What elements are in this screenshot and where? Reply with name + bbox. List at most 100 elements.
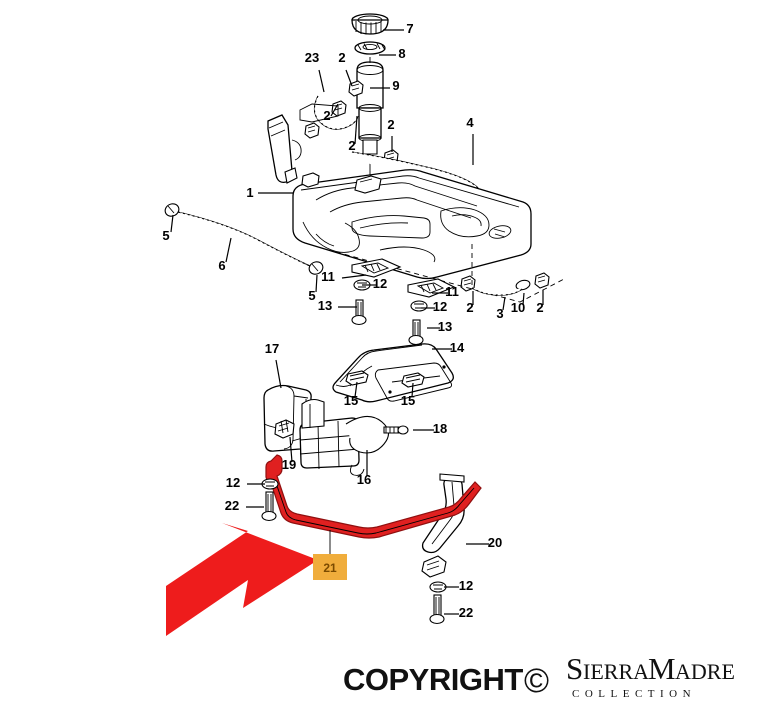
part-fuel-cap — [351, 13, 389, 35]
callout-16: 16 — [357, 450, 371, 487]
callout-number: 11 — [445, 284, 459, 299]
callout-number: 19 — [282, 457, 296, 472]
callout-12: 12 — [421, 299, 447, 314]
part-clip-15-left — [345, 370, 369, 386]
callout-number: 2 — [536, 300, 543, 315]
callout-number: 22 — [225, 498, 239, 513]
callout-12: 12 — [362, 276, 387, 291]
part-fuel-tank — [292, 169, 567, 303]
callout-number: 2 — [348, 138, 355, 153]
part-bolt-22-left — [261, 491, 277, 522]
callout-number: 1 — [246, 185, 253, 200]
callout-2: 2 — [466, 291, 474, 315]
watermark: COPYRIGHT © S IERRA M ADRE COLLECTION — [343, 651, 735, 700]
callout-3: 3 — [496, 296, 506, 321]
callout-leader-line — [275, 359, 282, 389]
callout-leader-line — [354, 381, 358, 398]
callout-number: 7 — [406, 21, 413, 36]
callout-18: 18 — [413, 421, 447, 436]
callout-22: 22 — [225, 498, 264, 513]
callout-leader-line — [522, 292, 525, 306]
part-hose-3 — [471, 287, 523, 296]
callout-15: 15 — [344, 381, 358, 408]
callout-number: 14 — [450, 340, 465, 355]
watermark-copyright-text: COPYRIGHT — [343, 662, 523, 697]
callout-number: 5 — [162, 228, 169, 243]
watermark-brand: S IERRA M ADRE COLLECTION — [566, 651, 735, 700]
callout-2: 2 — [323, 103, 339, 123]
callout-number: 13 — [438, 319, 452, 334]
watermark-brand-s: S — [566, 651, 583, 686]
callout-leader-line — [345, 69, 353, 87]
callout-leader-line — [315, 274, 318, 293]
callout-number: 2 — [323, 108, 330, 123]
callout-number: 2 — [466, 300, 473, 315]
callout-number: 2 — [387, 117, 394, 132]
callout-14: 14 — [432, 340, 465, 355]
callout-number: 16 — [357, 472, 371, 487]
watermark-collection: COLLECTION — [572, 688, 696, 700]
watermark-copyright-symbol: © — [524, 662, 549, 700]
callout-8: 8 — [379, 46, 406, 61]
callout-number: 18 — [433, 421, 447, 436]
callout-number: 12 — [433, 299, 447, 314]
callout-11: 11 — [432, 284, 459, 299]
callout-5: 5 — [162, 214, 174, 243]
part-cap-seal — [354, 41, 386, 55]
watermark-brand-m: M — [648, 651, 676, 686]
callout-number: 12 — [226, 475, 240, 490]
callout-leader-line — [330, 103, 339, 117]
highlight-part-number: 21 — [323, 561, 337, 575]
part-pump-bracket-16 — [299, 398, 409, 476]
part-filler-neck — [267, 114, 302, 184]
callout-leader-line — [502, 296, 506, 311]
callout-6: 6 — [218, 237, 232, 273]
part-heat-shield-14 — [332, 343, 454, 403]
red-annotation-arrow — [166, 523, 318, 636]
callout-23: 23 — [305, 50, 325, 93]
callout-2: 2 — [348, 115, 358, 153]
callout-number: 20 — [488, 535, 502, 550]
callout-12: 12 — [444, 578, 473, 593]
callout-leader-line — [225, 237, 232, 263]
callout-9: 9 — [370, 78, 400, 93]
callout-leader-line — [170, 214, 174, 233]
callout-7: 7 — [383, 21, 414, 36]
callout-leader-line — [289, 436, 293, 463]
callout-4: 4 — [466, 115, 474, 165]
callout-number: 12 — [373, 276, 387, 291]
callout-10: 10 — [511, 292, 525, 315]
callout-leader-line — [411, 382, 414, 398]
callout-number: 22 — [459, 605, 473, 620]
part-bolt-18 — [383, 425, 409, 435]
callout-13: 13 — [427, 319, 452, 334]
callout-number: 11 — [321, 269, 335, 284]
callout-number: 6 — [218, 258, 225, 273]
part-bolt-22-right — [429, 594, 445, 625]
part-hose-6 — [164, 203, 324, 275]
callout-number: 9 — [392, 78, 399, 93]
callout-22: 22 — [444, 605, 473, 620]
callout-number: 23 — [305, 50, 319, 65]
callout-leader-line — [354, 115, 358, 145]
callout-1: 1 — [246, 185, 293, 200]
part-nut-12-right — [429, 581, 447, 593]
callout-number: 15 — [344, 393, 358, 408]
part-hose-clamps — [304, 80, 550, 292]
part-grommet-19 — [274, 419, 295, 439]
callout-number: 12 — [459, 578, 473, 593]
part-filler-bracket — [299, 103, 339, 123]
callout-20: 20 — [466, 535, 502, 550]
watermark-brand-ierra: IERRA — [583, 659, 649, 684]
highlight-box-21: 21 — [313, 530, 347, 580]
callout-leader-line — [318, 69, 325, 93]
callout-13: 13 — [318, 298, 357, 313]
part-fuel-filter — [356, 57, 384, 190]
callout-number: 8 — [398, 46, 405, 61]
callout-number: 4 — [466, 115, 474, 130]
part-mount-pad-left — [351, 258, 402, 326]
callout-number: 17 — [265, 341, 279, 356]
